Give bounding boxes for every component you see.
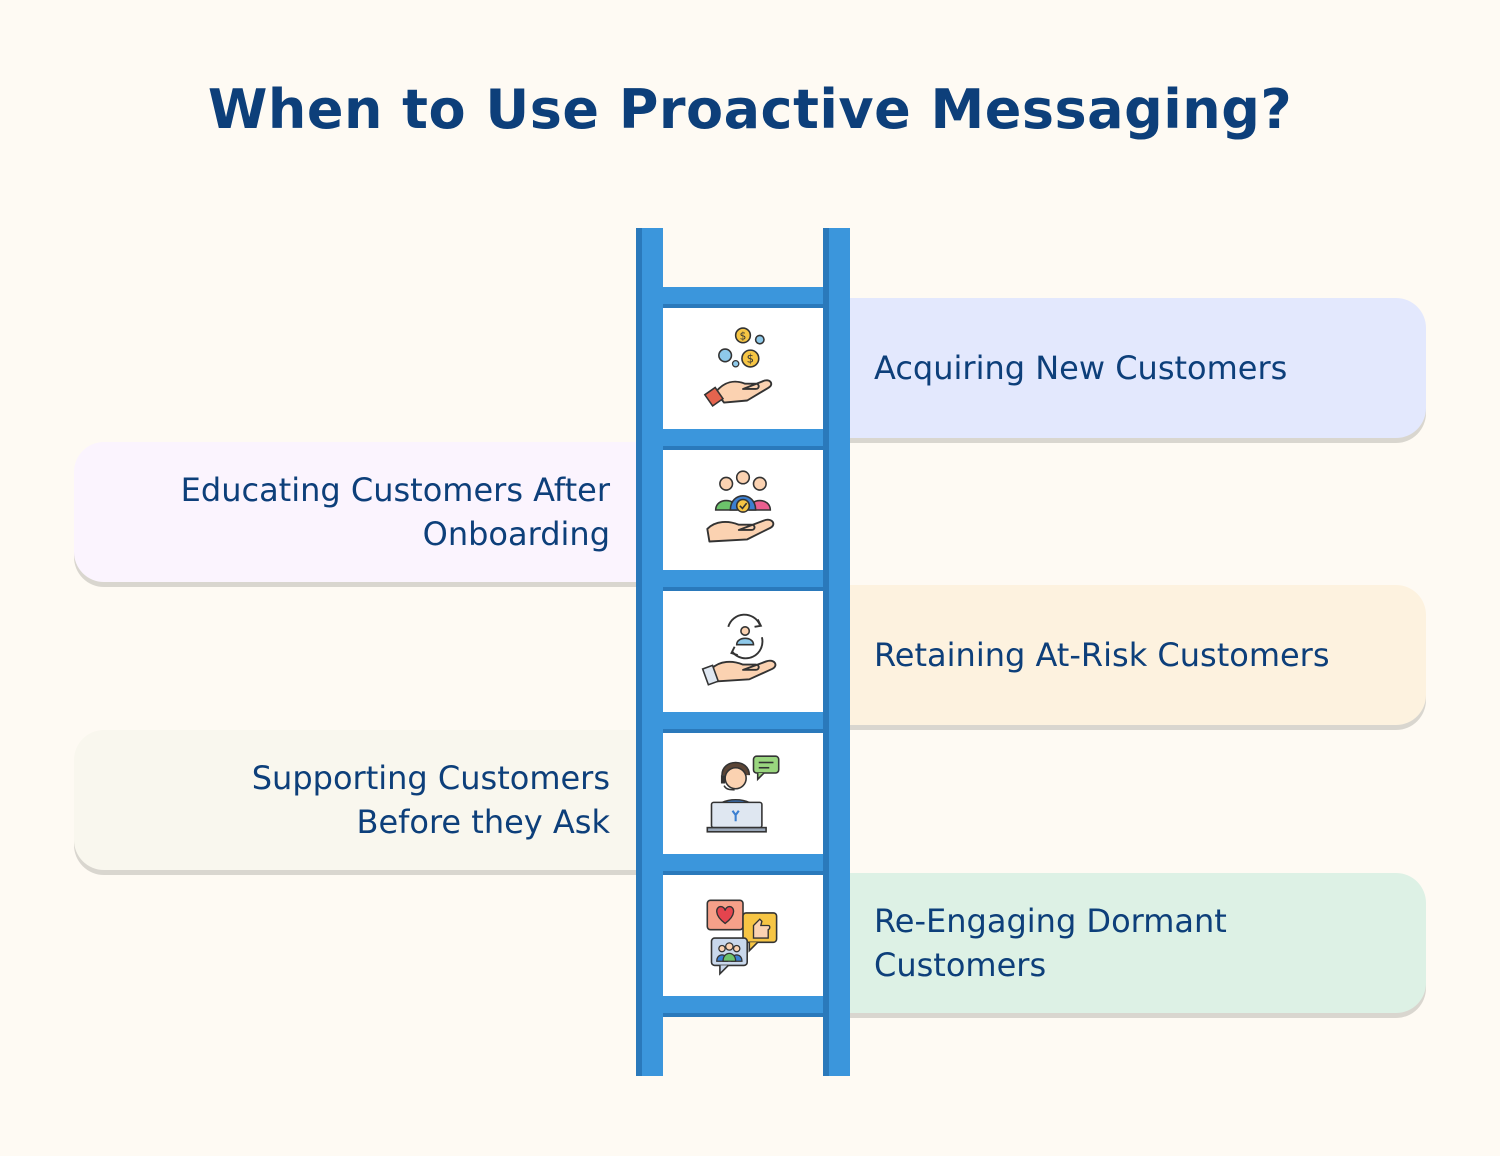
ladder-cell [663, 875, 823, 996]
step-label: Retaining At-Risk Customers [874, 636, 1330, 674]
ladder-rung [651, 570, 835, 591]
svg-text:$: $ [747, 351, 754, 365]
step-card-reengaging: Re-Engaging Dormant Customers [828, 873, 1426, 1013]
step-card-retaining: Retaining At-Risk Customers [828, 585, 1426, 725]
step-label: Re-Engaging Dormant Customers [874, 902, 1227, 984]
social-engagement-icon [706, 899, 778, 976]
hand-retention-icon [701, 613, 777, 686]
hand-coins-icon: $ $ [703, 326, 773, 407]
support-agent-icon [706, 754, 780, 833]
ladder-rung [651, 429, 835, 450]
step-card-educating: Educating Customers After Onboarding [74, 442, 664, 582]
ladder-rail-left [636, 228, 663, 1076]
ladder-rung [651, 287, 835, 308]
ladder-cell [663, 591, 823, 712]
ladder-cell [663, 449, 823, 570]
ladder-cell [663, 733, 823, 854]
step-card-acquiring: Acquiring New Customers [828, 298, 1426, 438]
step-card-supporting: Supporting Customers Before they Ask [74, 730, 664, 870]
step-label: Educating Customers After Onboarding [180, 471, 610, 553]
ladder-rail-right [823, 228, 850, 1076]
ladder-cell: $ $ [663, 308, 823, 429]
svg-text:$: $ [740, 330, 747, 342]
hand-people-icon [706, 469, 775, 542]
ladder-rung [651, 854, 835, 875]
ladder-rung [651, 712, 835, 733]
step-label: Supporting Customers Before they Ask [251, 759, 610, 841]
step-label: Acquiring New Customers [874, 349, 1288, 387]
ladder-rung [651, 996, 835, 1017]
page-title: When to Use Proactive Messaging? [207, 78, 1293, 141]
